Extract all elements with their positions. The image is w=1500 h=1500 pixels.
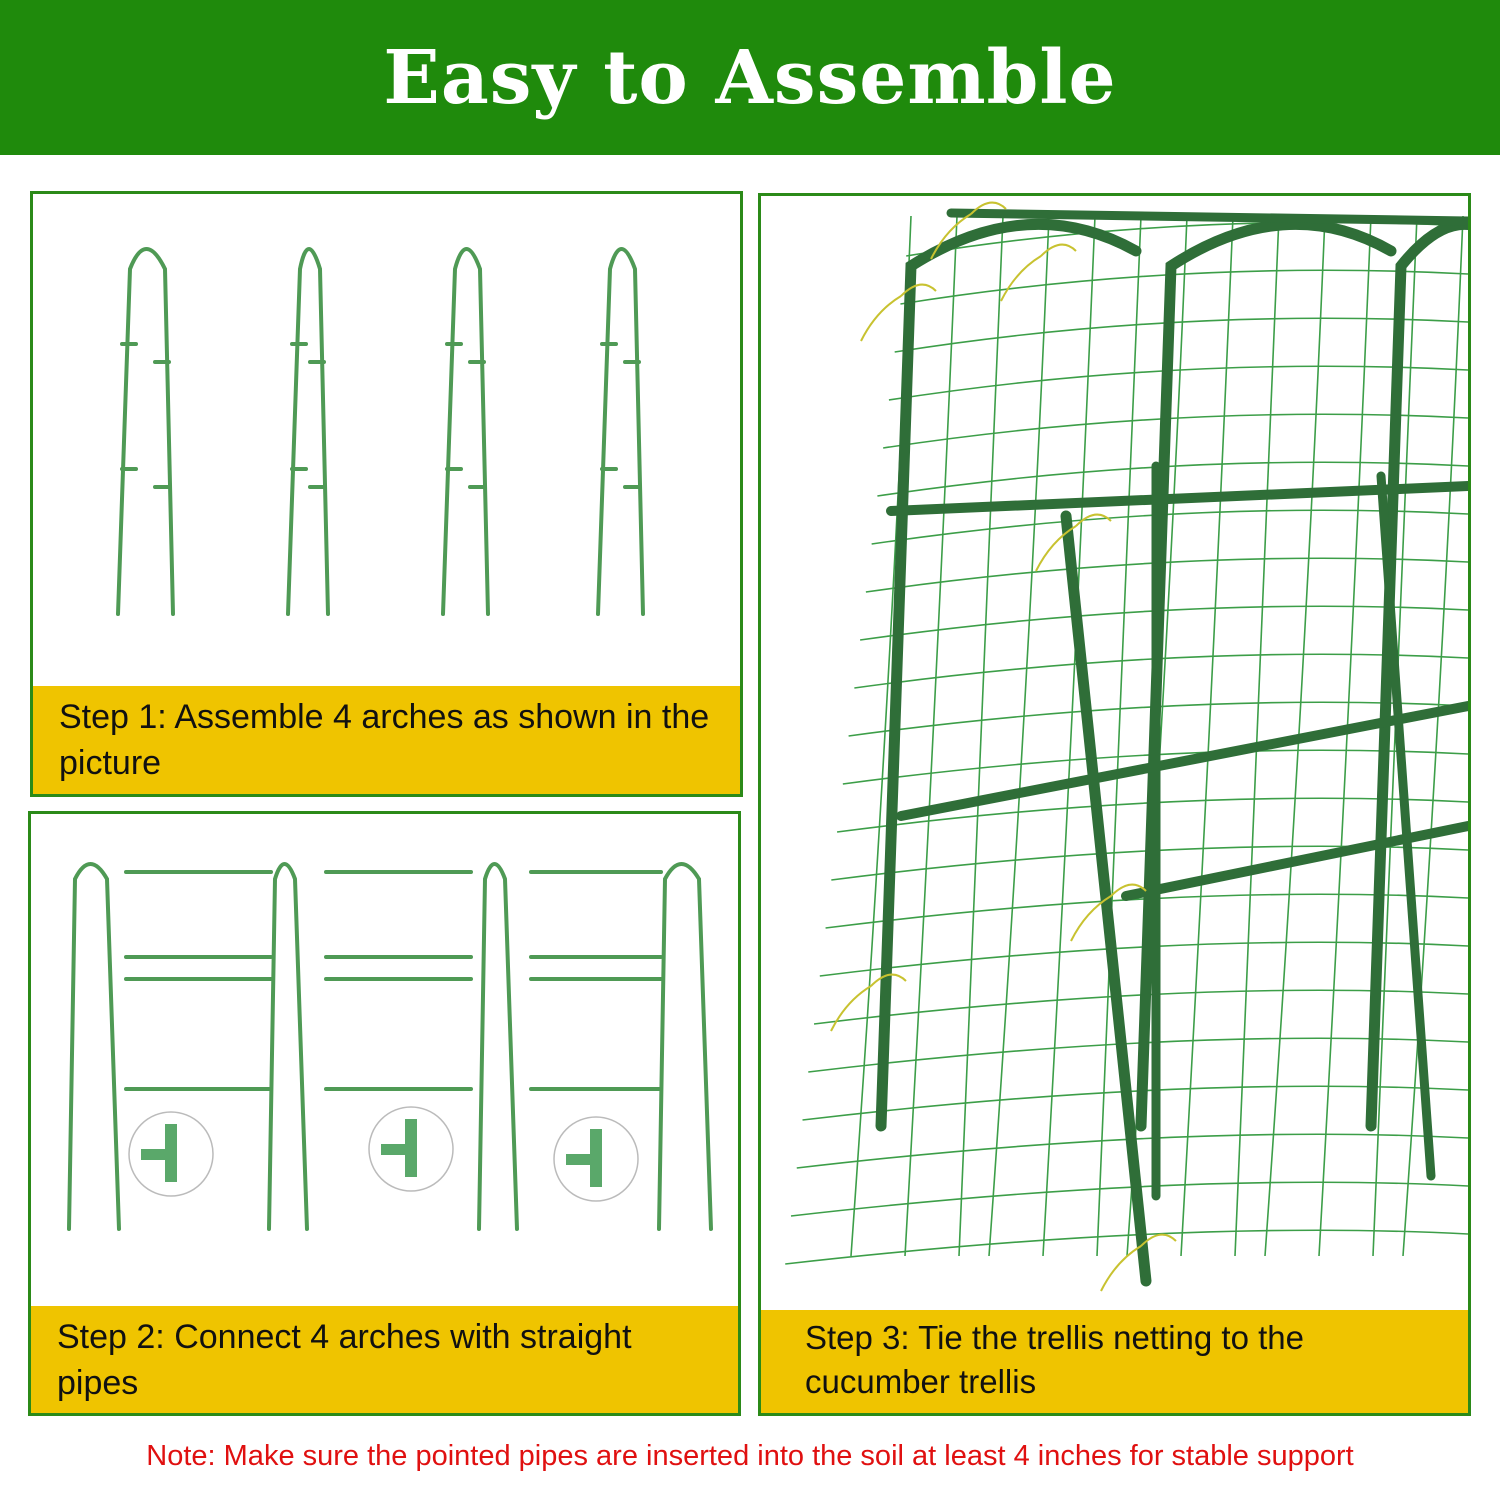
connected-arches-illustration xyxy=(67,862,713,1231)
tee-connector-detail xyxy=(128,1111,214,1197)
tee-connector-detail xyxy=(553,1116,639,1202)
net-strand xyxy=(1180,215,1234,1257)
net-strand xyxy=(877,461,1468,497)
step-3-caption: Step 3: Tie the trellis netting to the c… xyxy=(761,1310,1468,1413)
net-strand xyxy=(1264,215,1326,1257)
net-strand xyxy=(785,1229,1468,1265)
arch-4 xyxy=(596,247,645,616)
step-2-panel: Step 2: Connect 4 arches with straight p… xyxy=(28,811,741,1416)
net-strand xyxy=(904,215,958,1257)
net-strand xyxy=(1318,215,1372,1257)
net-strand xyxy=(1234,215,1280,1257)
top-pipe xyxy=(946,208,1468,226)
net-strand xyxy=(819,941,1468,977)
step-1-caption: Step 1: Assemble 4 arches as shown in th… xyxy=(33,686,740,794)
step-3-panel: Step 3: Tie the trellis netting to the c… xyxy=(758,193,1471,1416)
arch-back xyxy=(1365,218,1468,1132)
net-strand xyxy=(865,557,1468,593)
net-strand xyxy=(900,269,1468,305)
yellow-tie xyxy=(930,201,1007,260)
connected-arch-1 xyxy=(67,862,121,1231)
middle-pipe xyxy=(886,481,1468,516)
net-strand xyxy=(871,509,1468,545)
connected-arch-4 xyxy=(657,862,713,1231)
rear-pipe xyxy=(1121,821,1468,901)
arch-middle xyxy=(1135,218,1397,1132)
cross-connector-detail xyxy=(368,1106,454,1192)
lower-pipe xyxy=(896,701,1468,821)
arch-2 xyxy=(286,247,330,616)
trellis-with-netting-photo xyxy=(785,201,1468,1292)
step-2-caption: Step 2: Connect 4 arches with straight p… xyxy=(31,1306,738,1413)
net-strand xyxy=(1402,215,1464,1257)
soil-depth-note: Note: Make sure the pointed pipes are in… xyxy=(146,1440,1354,1472)
yellow-tie xyxy=(860,283,937,342)
net-strand xyxy=(958,215,1004,1257)
arch-front xyxy=(875,218,1142,1132)
page-title: Easy to Assemble xyxy=(383,34,1117,121)
net-strand xyxy=(894,317,1468,353)
connected-arch-2 xyxy=(267,862,309,1231)
step-1-panel: Step 1: Assemble 4 arches as shown in th… xyxy=(30,191,743,797)
connected-arch-3 xyxy=(477,862,519,1231)
yellow-tie xyxy=(1000,243,1077,302)
net-strand xyxy=(1042,215,1096,1257)
arch-3 xyxy=(441,247,490,616)
yellow-tie xyxy=(1100,1233,1177,1292)
yellow-tie xyxy=(1070,883,1147,942)
header-banner: Easy to Assemble xyxy=(0,0,1500,155)
rear-leg xyxy=(1376,471,1436,1181)
arch-1 xyxy=(116,247,175,616)
yellow-tie xyxy=(1035,513,1112,572)
net-strand xyxy=(888,365,1468,401)
net-strand xyxy=(883,413,1468,449)
yellow-tie xyxy=(830,973,907,1032)
four-arches-illustration xyxy=(116,247,645,616)
net-strand xyxy=(813,989,1468,1025)
net-strand xyxy=(1096,215,1142,1257)
net-strand xyxy=(825,893,1468,929)
